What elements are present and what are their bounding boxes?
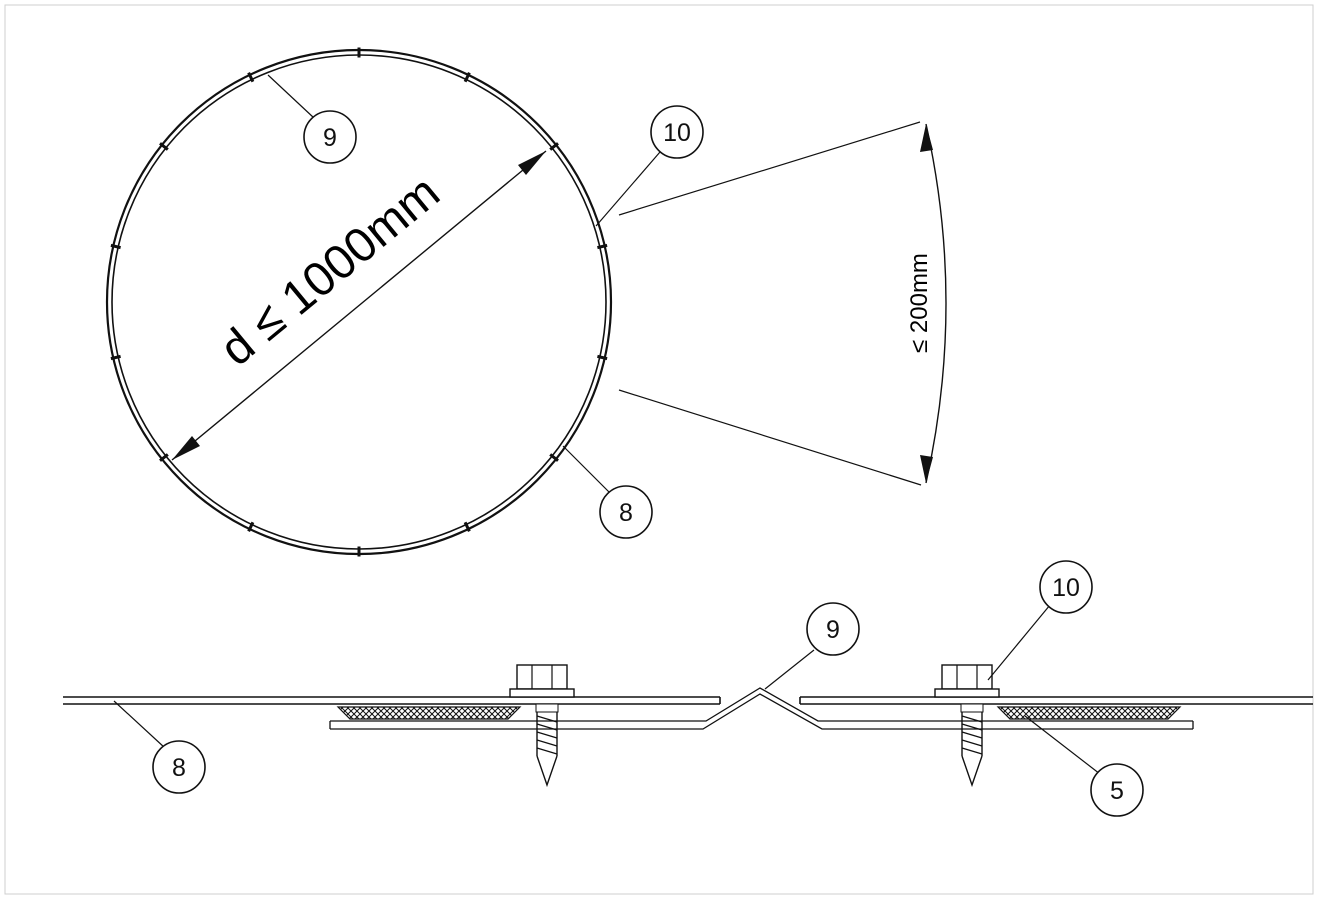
- spacing-dimension-label: ≤ 200mm: [906, 253, 933, 353]
- spacing-dimension: ≤ 200mm: [618, 121, 947, 486]
- fastener-tick: [110, 354, 121, 361]
- fastener-tick: [597, 354, 608, 361]
- ring-top-view: [105, 47, 613, 557]
- callout-section-8: 8: [113, 700, 206, 794]
- fastener-tick: [247, 521, 255, 532]
- callout-section-9-text: 9: [826, 616, 840, 644]
- fastener-tick: [463, 521, 471, 532]
- fastener-tick: [463, 72, 471, 83]
- sealing-strip-right: [996, 706, 1182, 720]
- diameter-arrow-upper: [518, 151, 546, 175]
- fastener-tick: [247, 72, 255, 83]
- drawing-frame: [4, 4, 1314, 895]
- fastener-ticks: [110, 47, 608, 557]
- spacing-arrow-upper: [920, 124, 933, 152]
- callout-section-8-text: 8: [172, 754, 186, 782]
- section-view: 10 9 8 5: [63, 560, 1313, 817]
- callout-section-9: 9: [764, 602, 860, 690]
- callout-ring-8-text: 8: [619, 499, 633, 527]
- spacing-dimension-arc: [925, 123, 947, 484]
- fastener-tick: [159, 453, 169, 462]
- ring-profile-bottom: [330, 693, 1193, 730]
- sealing-strip-left: [336, 706, 522, 720]
- fastener-tick: [549, 142, 559, 151]
- extension-line-upper: [618, 121, 921, 216]
- diameter-dimension-label: d ≤ 1000mm: [211, 166, 450, 377]
- callout-section-5: 5: [1024, 715, 1144, 817]
- diameter-dimension-line: [171, 150, 547, 461]
- callout-ring-9-text: 9: [323, 124, 337, 152]
- callout-ring-8: 8: [562, 445, 653, 539]
- fastener-tick: [110, 243, 121, 250]
- callout-ring-10-text: 10: [663, 119, 691, 147]
- fastener-tick: [159, 142, 169, 151]
- callout-ring-10: 10: [595, 105, 704, 227]
- fastener-tick: [549, 453, 559, 462]
- ring-outer-edge: [105, 48, 613, 556]
- callout-section-5-text: 5: [1110, 777, 1124, 805]
- ring-profile-top: [330, 687, 1193, 722]
- callout-section-10-text: 10: [1052, 574, 1080, 602]
- screw-right: [934, 664, 1000, 788]
- diameter-arrow-lower: [172, 436, 200, 460]
- spacing-arrow-lower: [920, 455, 933, 483]
- ring-inner-edge: [111, 54, 607, 550]
- extension-line-lower: [618, 389, 922, 486]
- fastener-tick: [597, 243, 608, 250]
- callout-section-10: 10: [987, 560, 1093, 681]
- diameter-dimension: d ≤ 1000mm: [171, 150, 547, 461]
- screw-left: [509, 664, 575, 788]
- callout-ring-9: 9: [267, 74, 357, 164]
